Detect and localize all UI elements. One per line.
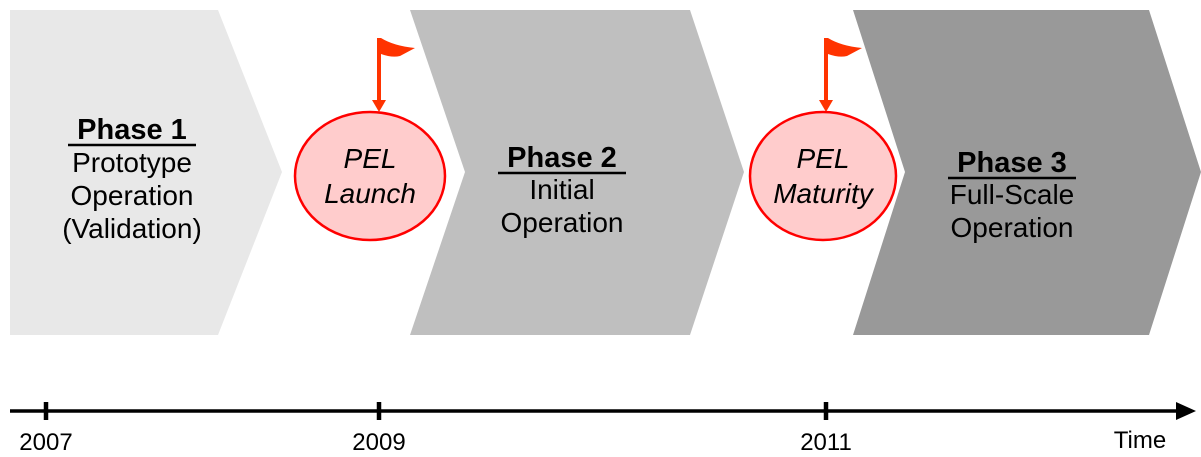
milestone-pel-maturity-line-2: Maturity <box>773 178 875 209</box>
phase-2-title: Phase 2 <box>507 142 617 174</box>
phase-3-line-1: Full-Scale <box>950 179 1074 210</box>
phase-3-chevron: Phase 3 Full-Scale Operation <box>853 10 1201 335</box>
timeline-axis: 2007 2009 2011 Time <box>10 402 1196 456</box>
timeline-label-2009: 2009 <box>352 429 405 456</box>
milestone-pel-launch-circle <box>293 110 447 242</box>
flag-icon <box>372 38 415 112</box>
phase-2-chevron: Phase 2 Initial Operation <box>410 10 744 335</box>
timeline-label-2011: 2011 <box>800 429 852 456</box>
phase-2-line-1: Initial <box>529 174 594 205</box>
timeline-axis-label: Time <box>1114 427 1166 454</box>
milestone-pel-maturity: PEL Maturity <box>748 38 898 242</box>
phase-2-line-2: Operation <box>501 207 624 238</box>
phase-1-line-2: Operation <box>71 180 194 211</box>
phase-1-line-3: (Validation) <box>62 213 202 244</box>
milestone-pel-launch: PEL Launch <box>293 38 447 242</box>
milestone-pel-maturity-circle <box>748 110 898 242</box>
milestone-pel-launch-line-1: PEL <box>344 143 397 174</box>
timeline-label-2007: 2007 <box>19 429 72 456</box>
flag-icon <box>819 38 862 112</box>
phase-1-shape <box>10 10 282 335</box>
phase-1-line-1: Prototype <box>72 147 192 178</box>
milestone-pel-maturity-line-1: PEL <box>797 143 850 174</box>
phase-1-chevron: Phase 1 Prototype Operation (Validation) <box>10 10 282 335</box>
timeline-arrowhead <box>1176 402 1196 420</box>
phase-1-title: Phase 1 <box>77 114 187 146</box>
milestone-pel-launch-line-2: Launch <box>324 178 416 209</box>
phase-3-shape <box>853 10 1201 335</box>
phase-3-title: Phase 3 <box>957 147 1067 179</box>
phase-3-line-2: Operation <box>951 212 1074 243</box>
